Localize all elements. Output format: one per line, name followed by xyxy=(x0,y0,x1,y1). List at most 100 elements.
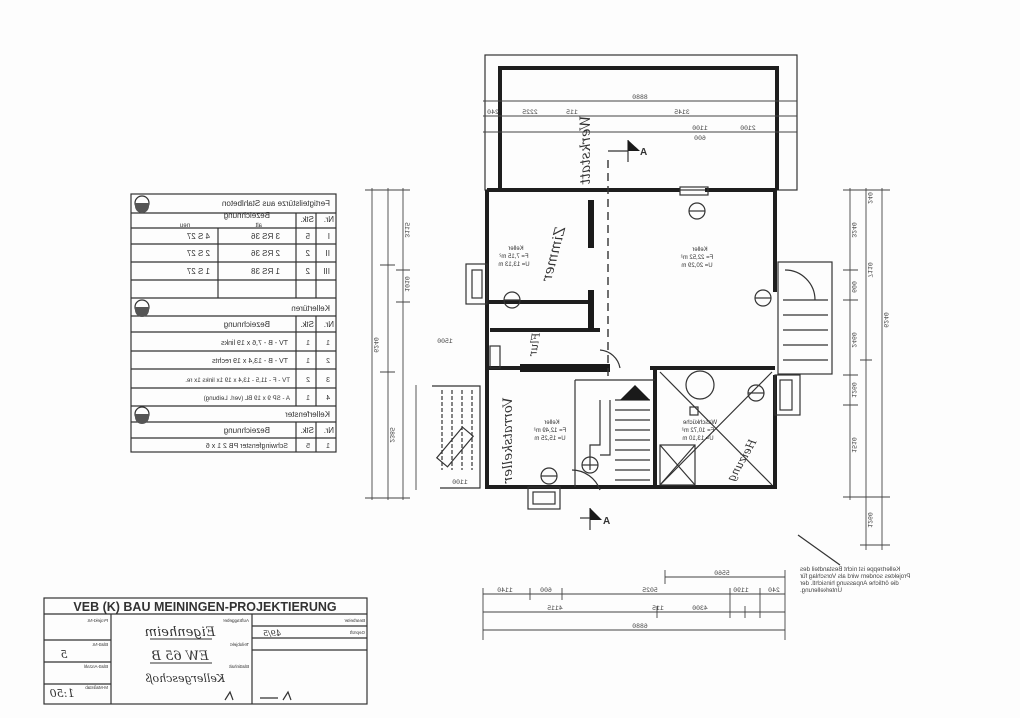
door-symbol-icon xyxy=(134,299,150,317)
door-marker-icon xyxy=(581,456,599,474)
label-client: Auftraggeber xyxy=(222,618,249,623)
scale: 1:50 xyxy=(50,687,75,700)
col-desc: Bezeichnung xyxy=(224,211,270,220)
dimension-label: 115 xyxy=(566,109,578,116)
label-content: Blattinhalt xyxy=(228,664,249,669)
dimension-label: 240 xyxy=(866,192,873,204)
cell: 1 xyxy=(326,340,330,347)
dimension-label: 7110 xyxy=(866,262,873,278)
cell: III xyxy=(323,267,330,276)
table-row: 1 5 Schwingfenster PB 2 1 x 6 xyxy=(206,443,330,450)
room-area: F= 7,15 m² xyxy=(499,254,528,260)
col-qty: Stk. xyxy=(300,426,314,435)
dimension-lines-top: 8880 2225 115 3145 2100 1100 240 600 xyxy=(483,94,797,142)
col-nr: Nr. xyxy=(324,320,334,329)
section-label: A xyxy=(603,516,610,527)
dimension-label: 1010 xyxy=(403,276,410,292)
room-name: Keller xyxy=(692,247,707,253)
door-marker-icon xyxy=(540,467,558,485)
col-nr: Nr. xyxy=(324,215,334,224)
sheet-code: 49/5 xyxy=(263,629,282,638)
col-desc: Bezeichnung xyxy=(224,320,270,329)
building-walls xyxy=(432,160,833,510)
sheet-number: 5 xyxy=(61,648,68,661)
cell: 2 xyxy=(306,377,310,384)
cell: 3 xyxy=(326,377,330,384)
cell: 2 xyxy=(305,249,310,258)
dimension-label: 5560 xyxy=(714,570,730,577)
col-qty: Stk. xyxy=(300,215,314,224)
cell: 1 RS 38 xyxy=(251,267,280,276)
cell: TV - B - 7,6 x 19 links xyxy=(221,340,288,347)
label-part: Teilobjekt xyxy=(229,642,249,647)
dimension-label: 1510 xyxy=(850,437,857,453)
dimension-label: 2385 xyxy=(388,427,395,443)
dimension-label: 1260 xyxy=(850,382,857,398)
room-perimeter: U= 13,10 m xyxy=(682,436,713,442)
room-perimeter: U= 15,25 m xyxy=(534,436,565,442)
dimension-label: 3145 xyxy=(674,109,690,116)
label-sheet: Blatt-Nr. xyxy=(92,642,108,647)
room-label-hall: Flur xyxy=(526,331,543,358)
door-marker-icon xyxy=(754,289,772,307)
note-text: Kellertreppe ist nicht Bestandteil des P… xyxy=(800,566,911,594)
cell: I xyxy=(328,232,330,241)
label-drafter: Bearbeiter xyxy=(344,618,365,623)
dimension-label: 6240 xyxy=(882,312,889,328)
title-block: VEB (K) BAU MEININGEN-PROJEKTIERUNG Eige… xyxy=(43,597,368,705)
section-marker-bottom: A xyxy=(580,508,610,530)
table-row: II 2 2 RS 36 2 S 27 xyxy=(186,249,330,258)
dimension-label: 115 xyxy=(652,605,664,612)
project-name: Eigenheim xyxy=(145,625,217,640)
cell: 3 RS 36 xyxy=(251,232,280,241)
dimension-label: 6240 xyxy=(372,337,379,353)
dimension-lines-right: 3240 600 2460 1260 6240 1510 1260 7110 2… xyxy=(843,188,890,550)
dimension-label: 1100 xyxy=(692,125,708,132)
dimension-label: 4115 xyxy=(547,605,563,612)
sheet-title: Kellergeschoß xyxy=(145,672,226,685)
section-label: A xyxy=(640,147,647,158)
table-row: 1 1 TV - B - 7,6 x 19 links xyxy=(221,340,330,347)
cell: 1 S 27 xyxy=(186,267,210,276)
door-marker-icon xyxy=(688,202,706,220)
col-desc: Bezeichnung xyxy=(224,426,270,435)
cell: Schwingfenster PB 2 1 x 6 xyxy=(206,443,288,450)
window-table-title: Kellerfenster xyxy=(285,410,330,419)
cell: 5 xyxy=(306,443,310,450)
dimension-label: 5025 xyxy=(642,587,658,594)
room-area: F= 10,72 m² xyxy=(682,428,715,434)
cell: 5 xyxy=(305,232,310,241)
door-marker-icon xyxy=(503,291,521,309)
door-marker-icon xyxy=(747,384,765,402)
room-area: F= 22,52 m² xyxy=(681,255,714,261)
dimension-label: 3115 xyxy=(403,222,410,238)
cell: 2 xyxy=(305,267,310,276)
col-qty: Stk. xyxy=(300,320,314,329)
dimension-label: 600 xyxy=(850,281,857,293)
cell: A - SP 9 x 19 BL (verl. Leibung) xyxy=(204,395,290,402)
dimension-label: 8880 xyxy=(632,94,648,101)
room-area: F= 12,49 m² xyxy=(534,428,567,434)
cell: II xyxy=(326,249,330,258)
dimension-label: 2460 xyxy=(850,332,857,348)
table-row: III 2 1 RS 38 1 S 27 xyxy=(186,267,330,276)
cell: 1 xyxy=(326,443,330,450)
room-labels: Zimmer Vorratskeller Flur Heizung Keller… xyxy=(498,224,759,484)
dimension-label: 1140 xyxy=(497,587,513,594)
dimension-label: 3240 xyxy=(850,222,857,238)
cell: 4 S 27 xyxy=(186,232,210,241)
cell: TV - B - 13,4 x 19 rechts xyxy=(212,358,288,365)
concrete-symbol-icon xyxy=(134,195,150,213)
cell: TV - F - 11,5 - 13,4 x 19 1x links 1x re… xyxy=(185,377,290,384)
col-new: neu xyxy=(180,223,190,229)
dimension-label: 600 xyxy=(540,587,552,594)
building-type: EW 65 B xyxy=(151,649,209,664)
cell: 1 xyxy=(306,340,310,347)
table-row: I 5 3 RS 36 4 S 27 xyxy=(186,232,330,241)
dimension-label: 6880 xyxy=(632,623,648,630)
cell: 1 xyxy=(306,358,310,365)
room-perimeter: U= 20,29 m xyxy=(681,263,712,269)
room-label-workshop: Werkstatt xyxy=(578,115,594,184)
dimension-label: 2100 xyxy=(740,125,756,132)
